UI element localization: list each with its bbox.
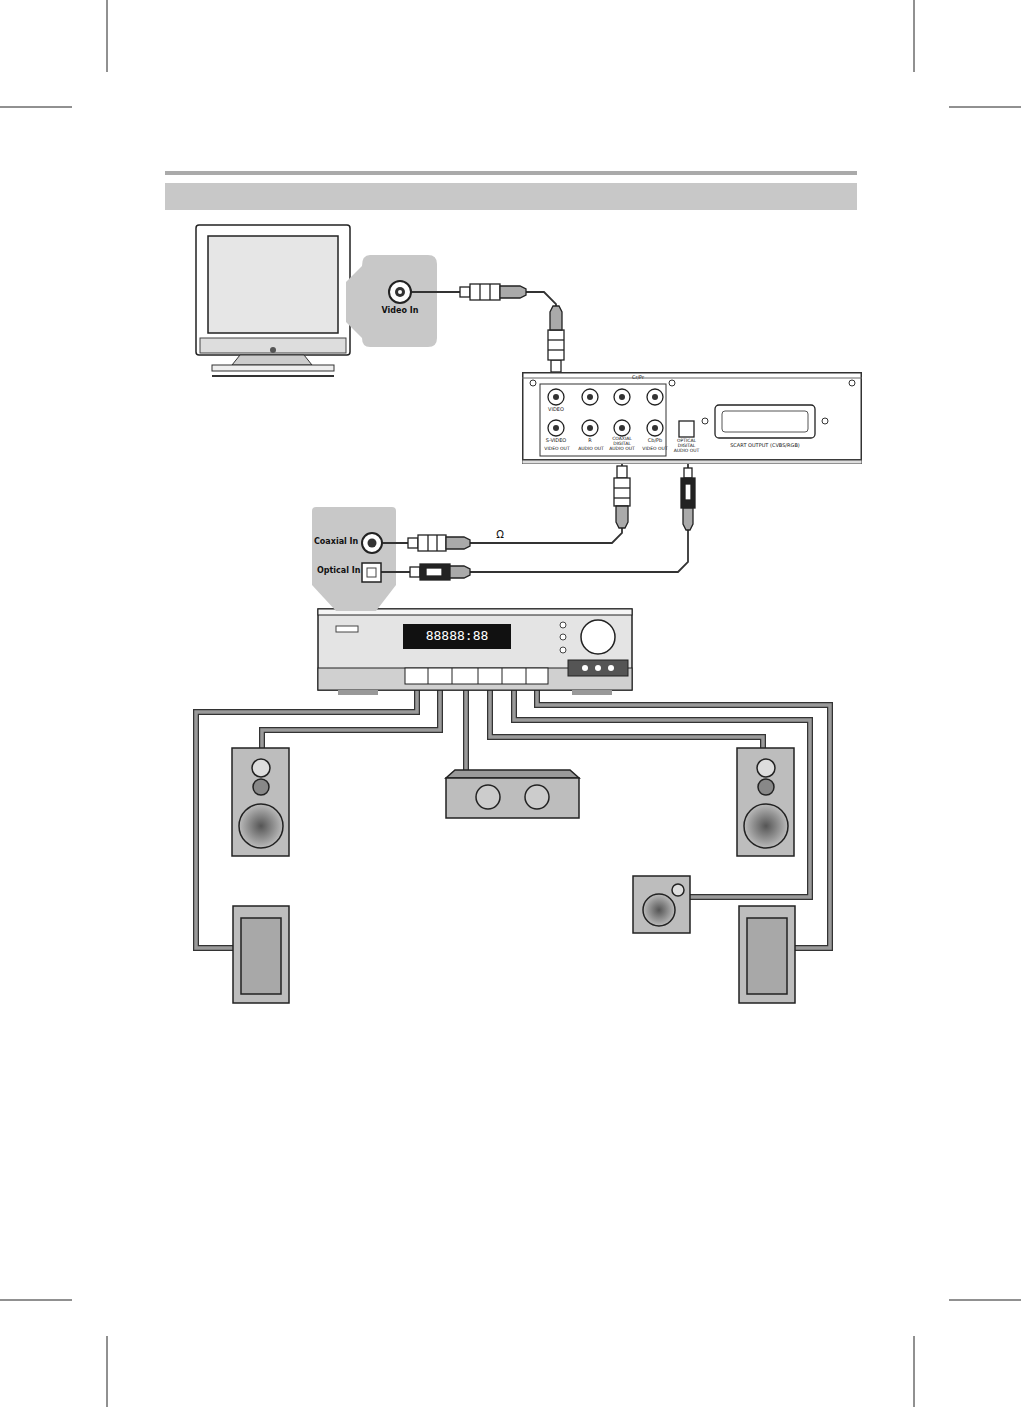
node-label: R (582, 438, 598, 444)
speaker-wires (196, 684, 830, 948)
video-in-callout: Video In (340, 250, 438, 350)
node-label: COAXIAL DIGITAL AUDIO OUT (608, 437, 636, 452)
cable-label: Ω (495, 530, 505, 540)
display-readout: 88888:88 (405, 628, 509, 644)
node-label: AUDIO OUT (575, 447, 607, 452)
node-label: VIDEO (541, 407, 571, 413)
node-label: Cr/Pr (623, 375, 653, 381)
node-label: OPTICAL DIGITAL AUDIO OUT (672, 439, 701, 454)
cable (398, 464, 688, 572)
speakers (232, 748, 795, 1003)
av-receiver (318, 609, 632, 695)
node-label: Video In (370, 307, 430, 316)
node-shape (310, 505, 398, 613)
node-label: VIDEO OUT (640, 447, 670, 452)
node-label: S-VIDEO (541, 438, 571, 444)
tv (196, 225, 350, 376)
node-label: Cb/Pb (642, 438, 668, 444)
header-band (165, 183, 857, 210)
node-label: VIDEO OUT (541, 447, 573, 452)
node-label: Optical In (317, 567, 361, 576)
header-rule (165, 171, 857, 175)
cable (398, 464, 622, 543)
node-label: SCART OUTPUT (CVBS/RGB) (705, 443, 825, 449)
cable (438, 292, 556, 372)
cable-plugs (408, 284, 695, 580)
dvd-rear-panel: Cr/PrVIDEO S-VIDEO R COAXIAL DIGITAL AUDIO … (522, 372, 862, 464)
receiver-input-callout: Coaxial In Optical In (310, 505, 398, 613)
node-shape (340, 250, 438, 350)
node-label: Coaxial In (314, 538, 360, 547)
